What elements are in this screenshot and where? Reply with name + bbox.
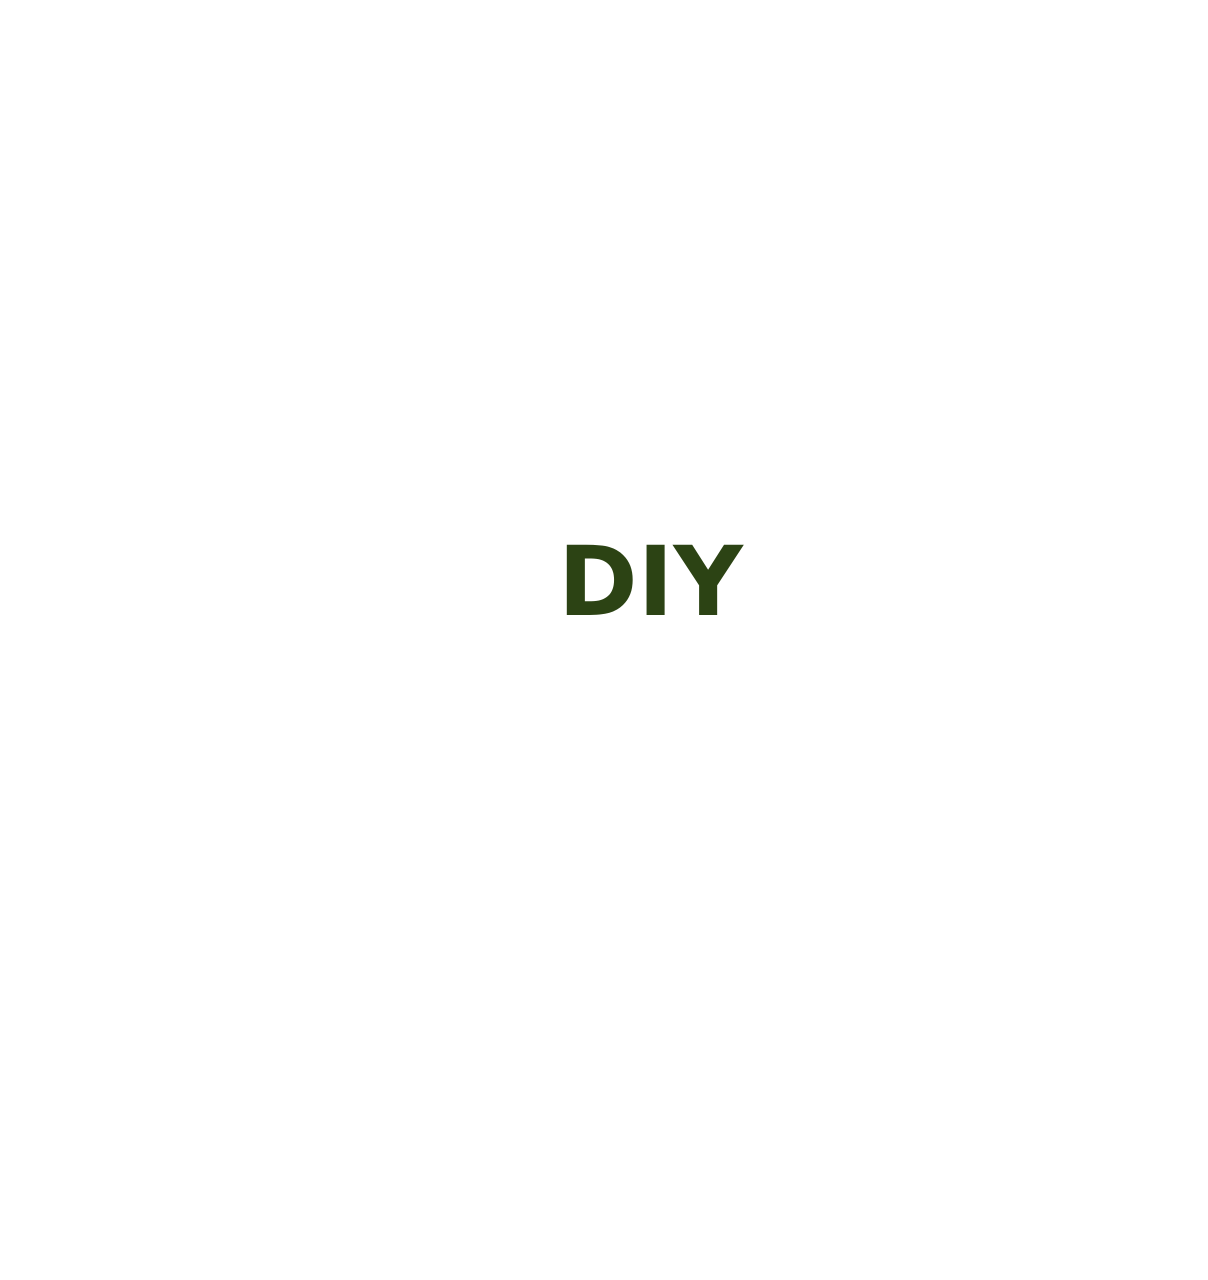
diy-label: DIY (558, 526, 743, 638)
